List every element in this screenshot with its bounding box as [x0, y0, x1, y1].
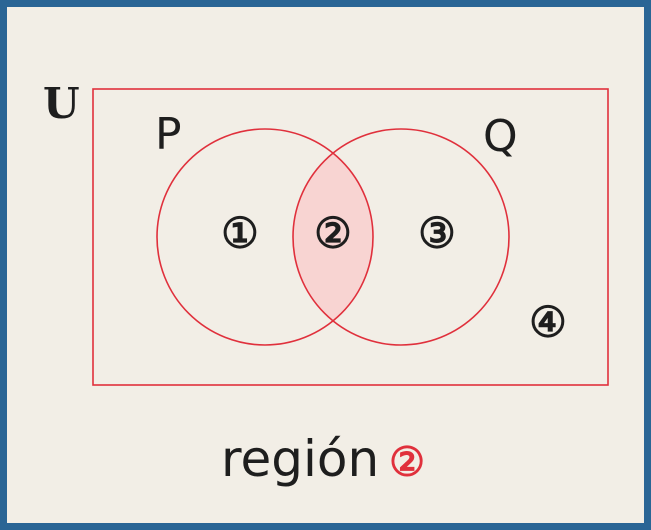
- caption-region-number: ②: [389, 439, 425, 486]
- region-3-label: ③: [418, 209, 456, 258]
- set-q-circle: [292, 128, 510, 346]
- region-1-label: ①: [221, 209, 259, 258]
- universe-label: U: [43, 79, 80, 128]
- intersection-region-highlight: [293, 129, 373, 345]
- universe-rectangle: [92, 88, 609, 386]
- set-q-label: Q: [483, 111, 518, 162]
- region-4-label: ④: [529, 298, 567, 347]
- caption-text: región: [221, 430, 379, 488]
- set-p-label: P: [155, 109, 182, 160]
- set-p-circle: [156, 128, 374, 346]
- region-2-label: ②: [314, 209, 352, 258]
